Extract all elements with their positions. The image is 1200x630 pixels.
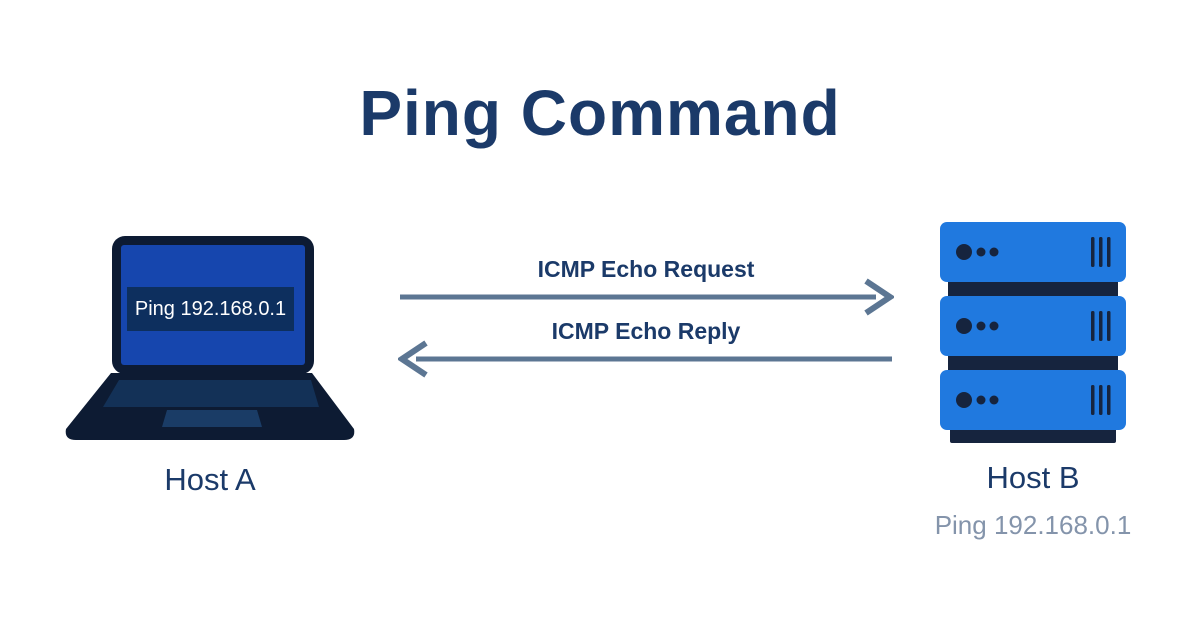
diagram-title: Ping Command [359, 77, 841, 149]
host-b-ping-target-label: Ping 192.168.0.1 [934, 510, 1132, 540]
server-icon [940, 222, 1126, 443]
laptop-screen-terminal-box [127, 287, 294, 331]
laptop-icon [65, 236, 355, 440]
laptop-trackpad [162, 410, 262, 427]
laptop-keyboard [103, 380, 319, 407]
icmp-echo-reply-label: ICMP Echo Reply [551, 318, 741, 344]
host-a-label: Host A [164, 462, 256, 497]
messages-group: ICMP Echo Request ICMP Echo Reply [398, 256, 894, 396]
reply-arrow-left-icon [398, 340, 892, 378]
icmp-echo-request-label: ICMP Echo Request [537, 256, 755, 282]
host-b-group: Host B Ping 192.168.0.1 [935, 222, 1131, 552]
laptop-screen-text: Ping 192.168.0.1 [134, 298, 287, 320]
server-unit [940, 296, 1126, 356]
server-unit [940, 222, 1126, 282]
host-a-group: Ping 192.168.0.1 Host A [64, 232, 356, 512]
server-unit [940, 370, 1126, 430]
request-arrow-right-icon [400, 278, 894, 316]
host-b-label: Host B [986, 460, 1080, 495]
